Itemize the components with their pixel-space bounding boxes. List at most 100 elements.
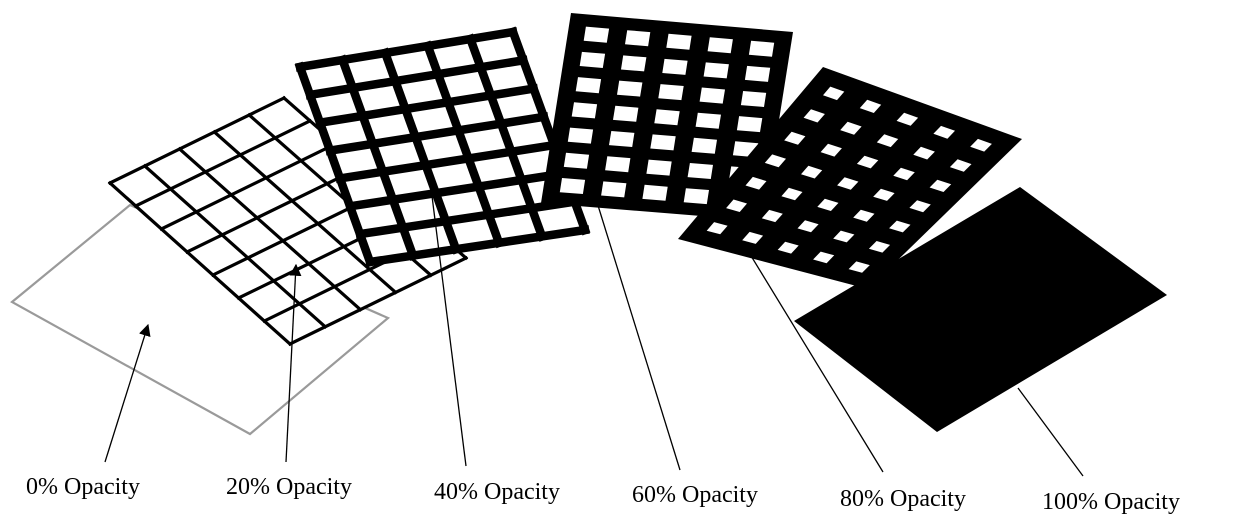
sheet-hole — [933, 125, 955, 139]
arrow-opacity-20 — [285, 263, 302, 463]
sheet-hole — [797, 220, 819, 233]
sheet-hole — [896, 112, 919, 126]
sheet-hole — [817, 198, 839, 211]
sheet-hole — [601, 181, 627, 198]
sheet-hole — [837, 177, 859, 190]
sheet-hole — [761, 209, 783, 223]
label-opacity-80: 80% Opacity — [840, 486, 966, 512]
mesh-line — [345, 168, 570, 212]
sheet-hole — [609, 131, 635, 147]
sheet-hole — [853, 209, 875, 222]
sheet-hole — [777, 241, 799, 254]
mesh-line — [325, 112, 549, 156]
sheet-hole — [856, 155, 879, 169]
sheet-hole — [650, 134, 676, 151]
sheet-hole — [621, 55, 647, 72]
mesh-line — [305, 55, 529, 100]
sheet-hole — [848, 261, 870, 273]
mesh-line — [159, 141, 339, 232]
mesh-line — [315, 83, 539, 128]
mesh-line — [133, 118, 313, 209]
sheet-hole — [748, 40, 775, 57]
sheet-hole — [876, 134, 899, 148]
mesh-line — [294, 61, 376, 268]
mesh-line — [365, 225, 590, 267]
sheet-hole — [868, 241, 891, 253]
sheet-hole — [764, 154, 786, 168]
sheet-hole — [658, 84, 684, 101]
line-opacity-40 — [431, 195, 467, 467]
sheet-hole — [740, 91, 767, 107]
mesh-backing — [110, 98, 466, 344]
mesh-line — [142, 163, 328, 330]
mesh-line — [337, 54, 419, 262]
sheet-hole — [803, 109, 825, 123]
label-opacity-40: 40% Opacity — [434, 479, 560, 505]
sheet-hole — [744, 65, 771, 82]
sheet-hole — [687, 163, 713, 179]
label-opacity-100: 100% Opacity — [1042, 489, 1180, 515]
sheet-hole — [699, 87, 725, 104]
panel-opacity-80 — [678, 67, 1022, 289]
sheet-hole — [742, 231, 764, 244]
sheet-hole — [820, 143, 842, 157]
mesh-line — [464, 33, 548, 242]
line-opacity-100 — [1017, 387, 1084, 477]
sheet-hole — [909, 200, 931, 213]
sheet-hole — [833, 230, 855, 243]
sheet-hole — [617, 80, 643, 97]
sheet-hole — [654, 109, 680, 126]
leader-lines — [104, 195, 1084, 477]
sheet-hole — [781, 187, 803, 201]
sheet-hole — [889, 220, 911, 233]
sheet-hole — [745, 176, 767, 190]
sheet-hole — [784, 131, 806, 145]
arrow-opacity-0 — [104, 323, 151, 463]
mesh-line — [177, 146, 363, 312]
mesh-line — [295, 27, 518, 72]
sheet-hole — [859, 99, 882, 113]
sheet-hole — [563, 152, 590, 169]
sheet-hole — [575, 77, 602, 94]
sheet-hole — [613, 105, 639, 122]
sheet-hole — [970, 138, 992, 152]
sheet-hole — [642, 184, 668, 201]
sheet-hole — [567, 127, 594, 144]
sheet-hole — [736, 116, 763, 133]
sheet-hole — [823, 86, 845, 101]
sheet-hole — [707, 37, 733, 54]
mesh-line — [355, 196, 580, 239]
mesh-line — [107, 180, 293, 347]
sheet-hole — [559, 178, 586, 194]
mesh-line — [335, 140, 559, 184]
sheet-hole — [913, 146, 935, 160]
sheet-hole — [840, 121, 862, 135]
mesh-line — [184, 164, 365, 255]
sheet-hole — [605, 156, 631, 173]
mesh-line — [287, 255, 469, 347]
sheet-hole — [929, 179, 952, 192]
sheet-hole — [706, 222, 728, 235]
line-opacity-80 — [744, 245, 884, 473]
sheet-hole — [579, 51, 606, 68]
sheet-hole — [813, 251, 835, 264]
label-opacity-20: 20% Opacity — [226, 474, 352, 500]
perforated-sheet — [678, 67, 1022, 289]
labels: 0% Opacity 20% Opacity 40% Opacity 60% O… — [26, 474, 1180, 515]
mesh-line — [379, 47, 462, 255]
sheet-hole — [583, 26, 610, 43]
mesh-line — [107, 95, 287, 186]
sheet-hole — [726, 199, 747, 212]
sheet-hole — [703, 62, 729, 79]
sheet-hole — [873, 188, 895, 201]
line-opacity-60 — [595, 198, 681, 471]
sheet-hole — [949, 159, 972, 172]
label-opacity-0: 0% Opacity — [26, 474, 140, 500]
sheet-hole — [646, 159, 672, 176]
sheet-hole — [666, 33, 692, 50]
mesh-line — [212, 129, 398, 295]
label-opacity-60: 60% Opacity — [632, 482, 758, 508]
sheet-hole — [571, 102, 598, 119]
sheet-hole — [801, 165, 823, 179]
